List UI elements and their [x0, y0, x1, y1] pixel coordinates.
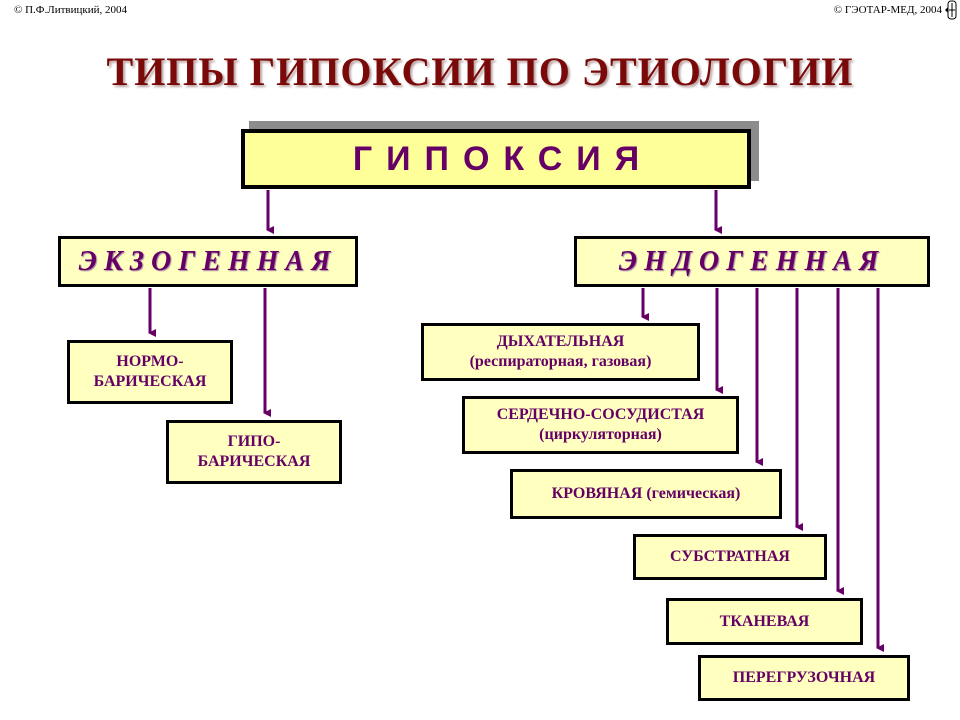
copyright-left: © П.Ф.Литвицкий, 2004 — [14, 4, 127, 16]
leaf-line: БАРИЧЕСКАЯ — [93, 373, 207, 390]
root-box-hypoxia: ГИПОКСИЯ — [241, 129, 751, 189]
leaf-line: (циркуляторная) — [539, 426, 662, 443]
leaf-box-hypobaric: ГИПО- БАРИЧЕСКАЯ — [166, 420, 342, 484]
leaf-box-respiratory: ДЫХАТЕЛЬНАЯ (респираторная, газовая) — [421, 323, 700, 381]
leaf-line: ДЫХАТЕЛЬНАЯ — [496, 333, 625, 350]
leaf-line: СЕРДЕЧНО-СОСУДИСТАЯ — [496, 406, 705, 423]
slide-nav-icon[interactable] — [945, 0, 959, 20]
category-box-exogenous: ЭКЗОГЕННАЯ — [58, 236, 358, 287]
leaf-line: ГИПО- — [227, 433, 281, 450]
leaf-box-normobaric: НОРМО- БАРИЧЕСКАЯ — [67, 340, 233, 404]
leaf-line: КРОВЯНАЯ (гемическая) — [551, 485, 741, 502]
leaf-line: (респираторная, газовая) — [469, 353, 652, 370]
leaf-box-tissue: ТКАНЕВАЯ — [666, 598, 863, 645]
leaf-box-substrate: СУБСТРАТНАЯ — [633, 534, 827, 580]
leaf-box-hemic: КРОВЯНАЯ (гемическая) — [510, 469, 782, 519]
slide-title: ТИПЫ ГИПОКСИИ ПО ЭТИОЛОГИИ — [106, 49, 854, 94]
leaf-line: СУБСТРАТНАЯ — [670, 548, 790, 565]
leaf-line: НОРМО- — [116, 353, 184, 370]
leaf-box-cardiovascular: СЕРДЕЧНО-СОСУДИСТАЯ (циркуляторная) — [462, 396, 739, 454]
leaf-line: БАРИЧЕСКАЯ — [197, 453, 311, 470]
category-box-endogenous: ЭНДОГЕННАЯ — [574, 236, 930, 287]
leaf-box-overload: ПЕРЕГРУЗОЧНАЯ — [698, 655, 910, 701]
leaf-line: ТКАНЕВАЯ — [719, 612, 810, 630]
leaf-line: ПЕРЕГРУЗОЧНАЯ — [732, 669, 876, 686]
copyright-right: © ГЭОТАР-МЕД, 2004 — [833, 4, 942, 16]
